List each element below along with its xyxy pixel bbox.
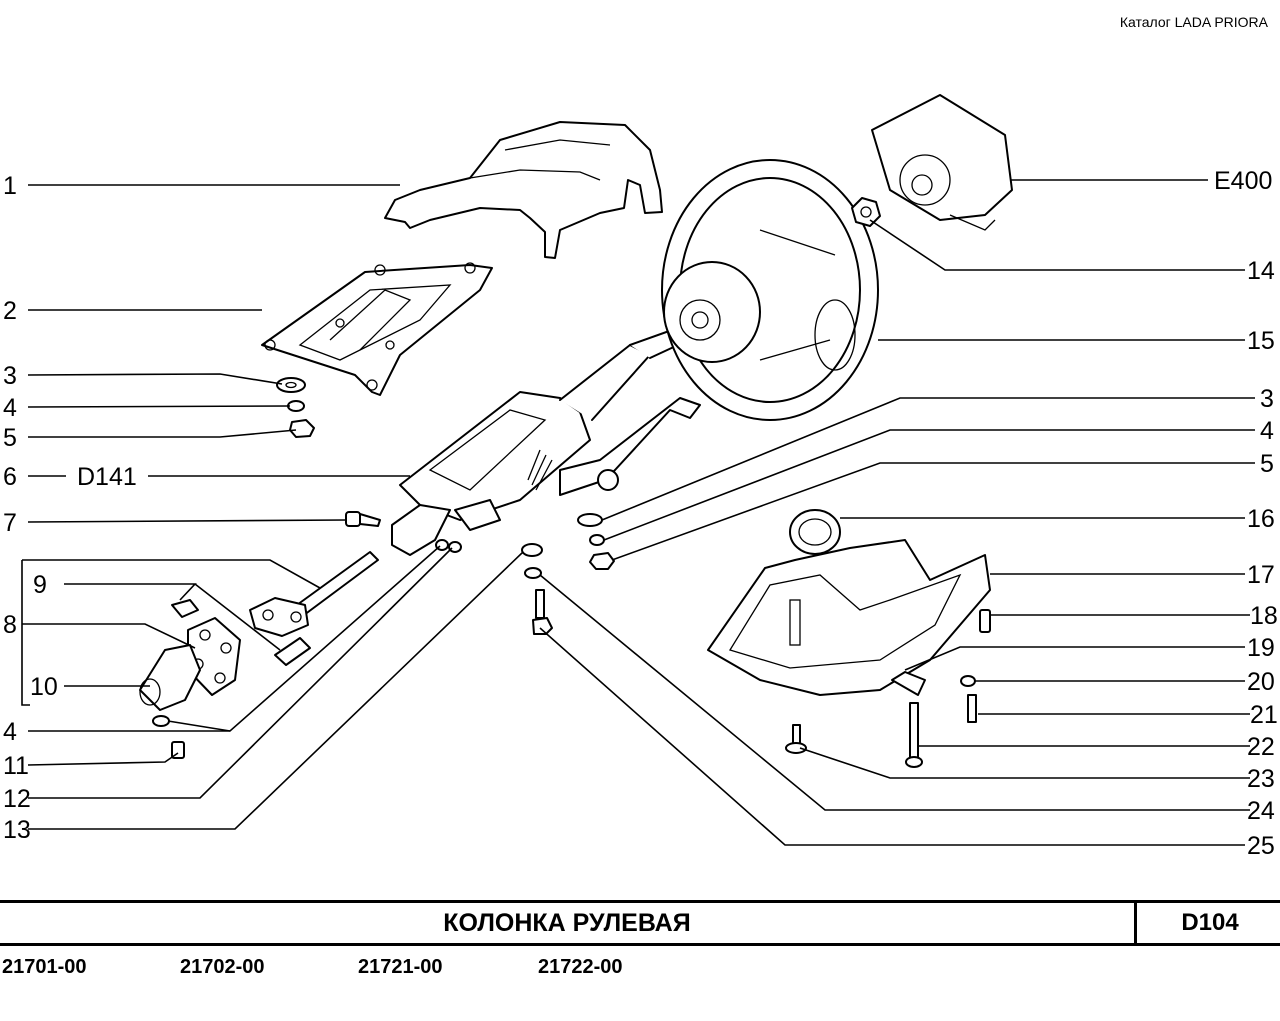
callout-15: 15: [1247, 327, 1275, 355]
airbag-module-part: [871, 94, 1013, 231]
callout-5-right: 5: [1260, 450, 1274, 478]
model-code: 21722-00: [538, 956, 623, 978]
callout-25: 25: [1247, 832, 1275, 860]
title-block: КОЛОНКА РУЛЕВАЯ D104: [0, 900, 1280, 946]
bracket-plate-part: [261, 262, 493, 396]
steering-wheel-part: [661, 159, 879, 421]
callout-12: 12: [3, 785, 31, 813]
callout-d141-reference: D141: [77, 463, 137, 491]
callout-20: 20: [1247, 668, 1275, 696]
model-code: 21702-00: [180, 956, 265, 978]
bolt-7-part: [345, 511, 381, 527]
callout-5-left: 5: [3, 424, 17, 452]
callout-24: 24: [1247, 797, 1275, 825]
seal-ring-16-part: [789, 509, 841, 555]
model-code: 21701-00: [2, 956, 87, 978]
callout-10: 10: [30, 673, 58, 701]
right-callouts: E400 14 15 3 4 5 16 17 18 19 20 21 22 23…: [1214, 167, 1278, 860]
nut-14-part: [851, 197, 881, 227]
steering-column-part: [391, 329, 701, 556]
callout-2: 2: [3, 297, 17, 325]
catalog-title: Каталог LADA PRIORA: [1119, 14, 1268, 30]
left-callouts: 1 2 3 4 5 6 D141 7 8 9 10 4 11 12 13: [3, 172, 137, 844]
pin-9-part: [171, 599, 311, 666]
exploded-parts-diagram: 1 2 3 4 5 6 D141 7 8 9 10 4 11 12 13 E40…: [3, 94, 1278, 860]
callout-3-right: 3: [1260, 385, 1274, 413]
upper-column-cover-part: [384, 121, 663, 259]
left-washer-nut-parts: [276, 377, 315, 438]
lower-column-cover-part: [707, 539, 991, 696]
callout-19: 19: [1247, 634, 1275, 662]
callout-18: 18: [1250, 602, 1278, 630]
callout-3-left: 3: [3, 362, 17, 390]
callout-16: 16: [1247, 505, 1275, 533]
callout-17: 17: [1247, 561, 1275, 589]
callout-14: 14: [1247, 257, 1275, 285]
callout-8: 8: [3, 611, 17, 639]
callout-11: 11: [3, 752, 29, 780]
leader-lines: [21, 179, 1255, 846]
callout-23: 23: [1247, 765, 1275, 793]
model-codes: 21701-00 21702-00 21721-00 21722-00: [0, 956, 1280, 986]
callout-1: 1: [3, 172, 17, 200]
callout-9: 9: [33, 571, 47, 599]
model-code: 21721-00: [358, 956, 443, 978]
callout-6: 6: [3, 463, 17, 491]
callout-7: 7: [3, 509, 17, 537]
lower-right-hardware-parts: [521, 543, 991, 768]
callout-21: 21: [1250, 701, 1278, 729]
callout-22: 22: [1247, 733, 1275, 761]
diagram-title: КОЛОНКА РУЛЕВАЯ: [443, 909, 691, 937]
callout-13: 13: [3, 816, 31, 844]
callout-4-lower: 4: [3, 718, 17, 746]
callout-4-left: 4: [3, 394, 17, 422]
right-washer-nut-parts: [577, 513, 615, 570]
callout-e400-reference: E400: [1214, 167, 1272, 195]
intermediate-shaft-part: [249, 551, 379, 637]
diagram-code: D104: [1134, 903, 1280, 943]
joint-flange-part: [139, 617, 241, 711]
callout-4-right: 4: [1260, 417, 1274, 445]
